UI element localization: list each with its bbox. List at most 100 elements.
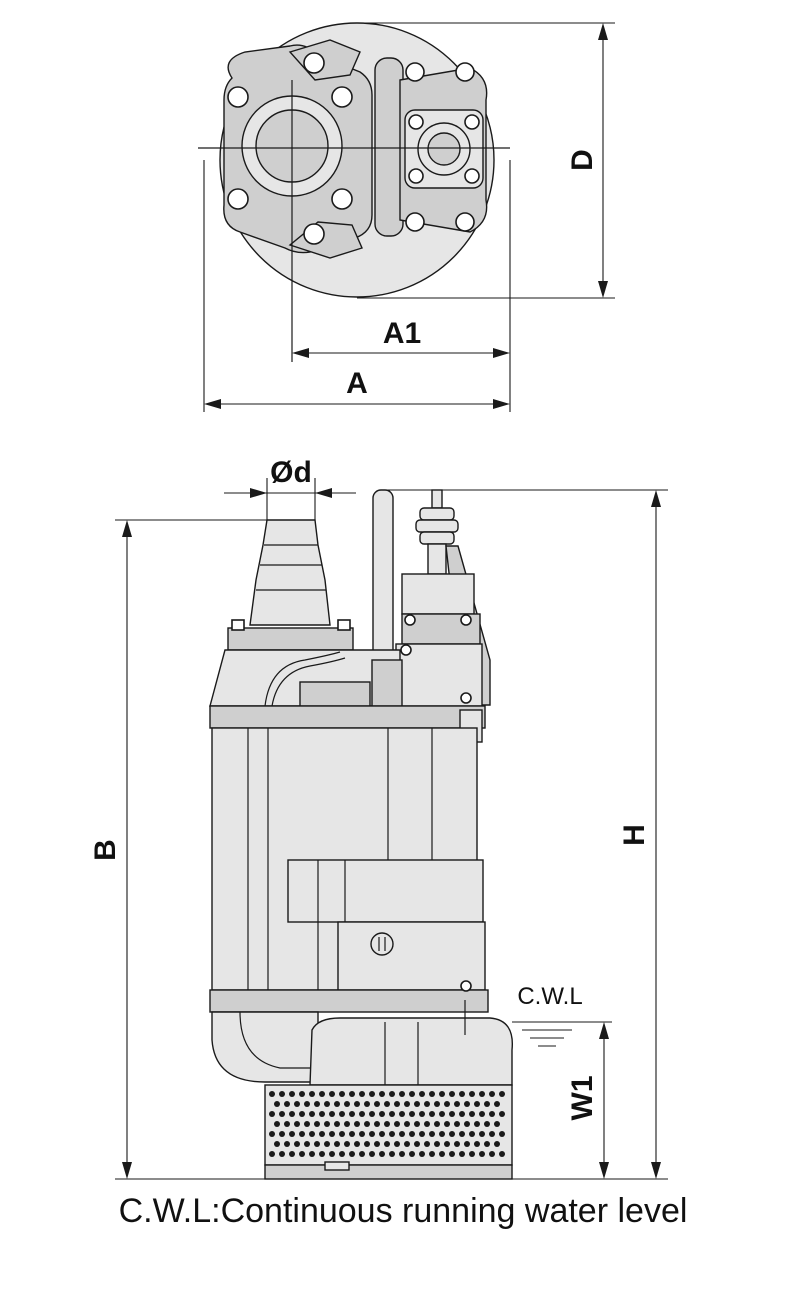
strainer-hole <box>464 1121 470 1127</box>
strainer-hole <box>304 1121 310 1127</box>
strainer-hole <box>359 1091 365 1097</box>
strainer-hole <box>279 1111 285 1117</box>
strainer-hole <box>269 1091 275 1097</box>
strainer-hole <box>309 1091 315 1097</box>
strainer-hole <box>279 1151 285 1157</box>
bolt <box>303 223 325 245</box>
strainer-hole <box>469 1151 475 1157</box>
strainer-hole <box>354 1101 360 1107</box>
strainer-hole <box>394 1141 400 1147</box>
strainer-hole <box>499 1151 505 1157</box>
strainer-hole <box>499 1091 505 1097</box>
strainer-hole <box>444 1101 450 1107</box>
side-view-dimensions: Ød B H C.W.L W1 <box>89 456 668 1180</box>
oil-chamber-upper <box>287 859 484 923</box>
strainer-hole <box>279 1131 285 1137</box>
dimension-label-phi-d: Ød <box>270 456 312 489</box>
strainer-hole <box>294 1121 300 1127</box>
strainer-hole <box>294 1101 300 1107</box>
strainer-hole <box>474 1141 480 1147</box>
strainer-hole <box>374 1141 380 1147</box>
strainer-hole <box>339 1131 345 1137</box>
strainer-hole <box>489 1131 495 1137</box>
side-view <box>209 489 514 1180</box>
strainer-hole <box>399 1091 405 1097</box>
strainer-hole <box>364 1141 370 1147</box>
motor-band-lower <box>209 989 489 1013</box>
strainer-hole <box>319 1151 325 1157</box>
strainer-hole <box>379 1131 385 1137</box>
strainer-hole <box>479 1111 485 1117</box>
cwl-marker-label: C.W.L <box>517 983 582 1010</box>
strainer-hole <box>269 1151 275 1157</box>
strainer-hole <box>339 1091 345 1097</box>
strainer-hole <box>314 1101 320 1107</box>
strainer-hole <box>319 1091 325 1097</box>
top-view <box>198 22 510 362</box>
strainer-hole <box>484 1121 490 1127</box>
strainer-hole <box>314 1141 320 1147</box>
strainer-hole <box>374 1101 380 1107</box>
strainer-hole <box>459 1131 465 1137</box>
strainer-hole <box>459 1111 465 1117</box>
strainer-hole <box>449 1111 455 1117</box>
strainer-hole <box>379 1151 385 1157</box>
bolt <box>464 168 480 184</box>
strainer-hole <box>464 1101 470 1107</box>
strainer-hole <box>274 1141 280 1147</box>
strainer-hole <box>424 1121 430 1127</box>
cable-wire <box>264 651 341 707</box>
strainer-hole <box>284 1121 290 1127</box>
strainer-hole <box>414 1101 420 1107</box>
strainer-hole <box>409 1091 415 1097</box>
strainer-holes <box>269 1091 505 1157</box>
strainer-hole <box>489 1111 495 1117</box>
bolt <box>408 168 424 184</box>
strainer-hole <box>269 1131 275 1137</box>
strainer-hole <box>359 1151 365 1157</box>
strainer-hole <box>434 1121 440 1127</box>
strainer-hole <box>369 1091 375 1097</box>
strainer-hole <box>384 1121 390 1127</box>
strainer-hole <box>439 1111 445 1117</box>
strainer-hole <box>274 1121 280 1127</box>
strainer-hole <box>454 1141 460 1147</box>
strainer-hole <box>439 1131 445 1137</box>
strainer-hole <box>399 1151 405 1157</box>
strainer-hole <box>319 1111 325 1117</box>
strainer-hole <box>394 1101 400 1107</box>
discharge-flange <box>227 627 354 651</box>
strainer-hole <box>379 1111 385 1117</box>
strainer-hole <box>439 1091 445 1097</box>
pump-base <box>264 1164 513 1180</box>
strainer-hole <box>464 1141 470 1147</box>
strainer-hole <box>309 1111 315 1117</box>
strainer-hole <box>499 1111 505 1117</box>
strainer-hole <box>429 1151 435 1157</box>
cable-gland-inner <box>427 132 461 166</box>
strainer-hole <box>379 1091 385 1097</box>
strainer-hole <box>299 1091 305 1097</box>
strainer-hole <box>414 1121 420 1127</box>
strainer-hole <box>429 1111 435 1117</box>
dimension-label-w1: W1 <box>566 1076 599 1121</box>
discharge-nozzle <box>249 519 331 626</box>
oil-plug <box>370 932 394 956</box>
strainer-hole <box>344 1101 350 1107</box>
strainer-hole <box>489 1091 495 1097</box>
strainer-hole <box>454 1121 460 1127</box>
strainer-hole <box>479 1151 485 1157</box>
strainer-hole <box>459 1151 465 1157</box>
strainer-hole <box>469 1111 475 1117</box>
strainer-hole <box>499 1131 505 1137</box>
strainer-hole <box>289 1091 295 1097</box>
strainer-hole <box>314 1121 320 1127</box>
cable-entry-housing <box>401 573 475 615</box>
handle-top <box>374 57 404 237</box>
strainer-hole <box>289 1111 295 1117</box>
strainer-hole <box>279 1091 285 1097</box>
strainer-hole <box>429 1131 435 1137</box>
strainer-hole <box>409 1131 415 1137</box>
strainer-hole <box>289 1151 295 1157</box>
cable-top-post <box>431 489 443 509</box>
